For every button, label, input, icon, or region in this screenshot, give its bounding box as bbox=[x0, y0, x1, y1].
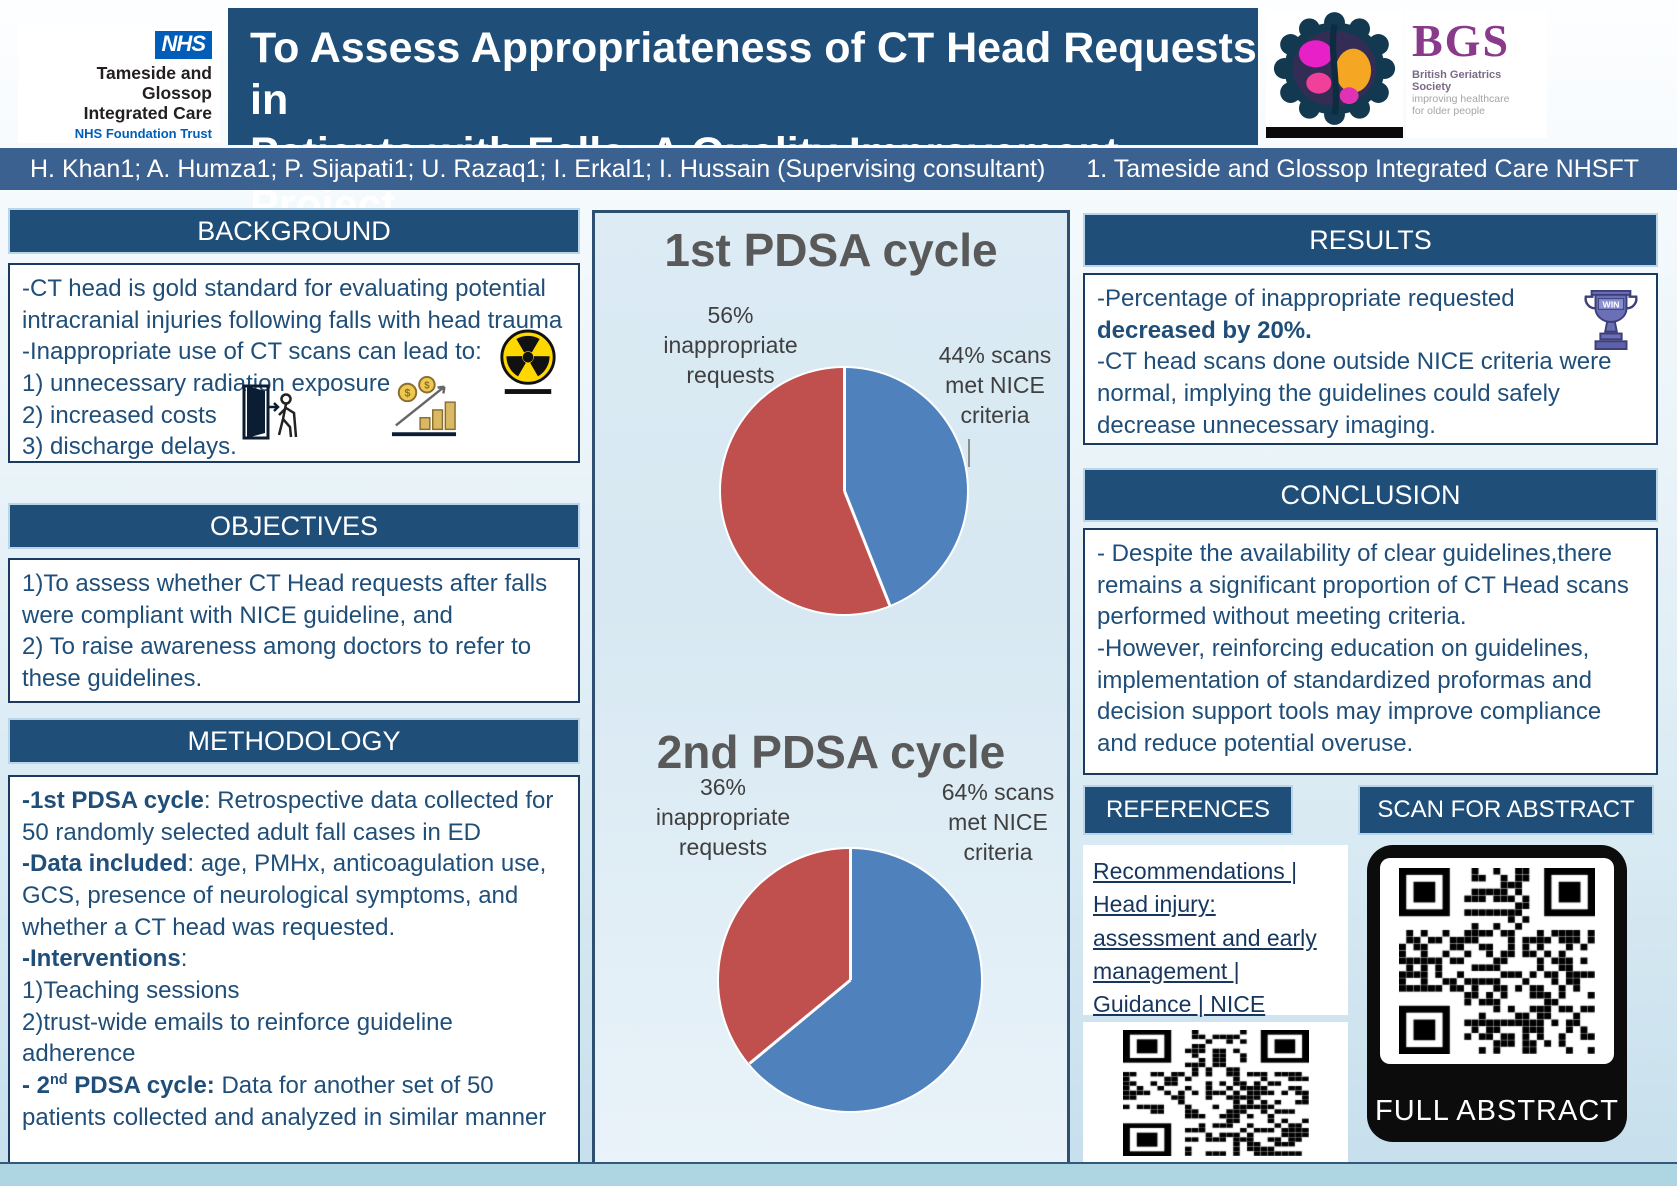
pdsa1-pie-chart bbox=[721, 368, 967, 614]
bgs-society-name: British Geriatrics Society bbox=[1412, 69, 1502, 94]
authors-bar: H. Khan1; A. Humza1; P. Sijapati1; U. Ra… bbox=[0, 148, 1677, 190]
radiation-hazard-icon bbox=[500, 329, 556, 394]
nhs-org-name: Tameside and Glossop Integrated Care bbox=[83, 63, 212, 124]
abstract-qr-code bbox=[1399, 868, 1595, 1054]
discharge-door-icon bbox=[242, 384, 298, 440]
nice-guidance-link[interactable]: Recommendations | Head injury: assessmen… bbox=[1093, 858, 1317, 1018]
background-section-body: -CT head is gold standard for evaluating… bbox=[8, 263, 580, 463]
objectives-section-body: 1)To assess whether CT Head requests aft… bbox=[8, 558, 580, 703]
nhs-foundation-trust-label: NHS Foundation Trust bbox=[74, 126, 212, 142]
nhs-logo-icon: NHS bbox=[154, 31, 212, 59]
references-section-header: REFERENCES bbox=[1083, 785, 1293, 835]
nhs-trust-logo: NHS Tameside and Glossop Integrated Care… bbox=[18, 25, 220, 143]
poster-title: To Assess Appropriateness of CT Head Req… bbox=[228, 8, 1258, 229]
pdsa2-chart-title: 2nd PDSA cycle bbox=[656, 726, 1006, 778]
brain-icon bbox=[1273, 12, 1396, 125]
brain-scan-logo bbox=[1266, 10, 1403, 138]
bgs-logo: BGS British Geriatrics Society improving… bbox=[1406, 10, 1547, 138]
pdsa-charts-panel: 1st PDSA cycle 56% inappropriate request… bbox=[592, 210, 1070, 1166]
conclusion-section-body: - Despite the availability of clear guid… bbox=[1083, 528, 1658, 775]
trophy-win-icon: WIN bbox=[1584, 289, 1638, 350]
references-qr-code bbox=[1122, 1030, 1309, 1156]
objectives-section-header: OBJECTIVES bbox=[8, 503, 580, 549]
svg-text:$: $ bbox=[424, 381, 430, 392]
conclusion-section-header: CONCLUSION bbox=[1083, 468, 1658, 522]
pdsa2-pie-chart bbox=[719, 849, 981, 1111]
pdsa2-red-slice-label: 36% inappropriate requests bbox=[655, 774, 791, 860]
pdsa1-blue-slice-label: 44% scans met NICE criteria bbox=[938, 342, 1052, 428]
brain-logo-caption-strip bbox=[1266, 127, 1403, 138]
scan-for-abstract-header: SCAN FOR ABSTRACT bbox=[1358, 785, 1654, 835]
bottom-border-strip bbox=[0, 1162, 1677, 1186]
abstract-qr-frame: FULL ABSTRACT bbox=[1367, 845, 1627, 1142]
svg-text:$: $ bbox=[405, 387, 411, 399]
pdsa1-chart-title: 1st PDSA cycle bbox=[664, 224, 998, 276]
background-section-header: BACKGROUND bbox=[8, 208, 580, 254]
authors-list: H. Khan1; A. Humza1; P. Sijapati1; U. Ra… bbox=[30, 154, 1046, 183]
svg-text:WIN: WIN bbox=[1603, 299, 1620, 309]
bgs-acronym: BGS bbox=[1412, 15, 1511, 66]
pdsa1-label-leader-line bbox=[968, 439, 970, 467]
references-qr-panel bbox=[1083, 1022, 1348, 1164]
pdsa2-blue-slice-label: 64% scans met NICE criteria bbox=[941, 779, 1055, 865]
affiliation: 1. Tameside and Glossop Integrated Care … bbox=[1086, 154, 1639, 183]
methodology-section-body: -1st PDSA cycle: Retrospective data coll… bbox=[8, 775, 580, 1166]
references-section-body: Recommendations | Head injury: assessmen… bbox=[1083, 845, 1348, 1018]
methodology-section-header: METHODOLOGY bbox=[8, 718, 580, 764]
bgs-tagline: improving healthcare for older people bbox=[1412, 93, 1510, 118]
pdsa1-red-slice-label: 56% inappropriate requests bbox=[663, 302, 798, 388]
results-section-body: -Percentage of inappropriate requested d… bbox=[1083, 273, 1658, 445]
results-section-header: RESULTS bbox=[1083, 213, 1658, 267]
full-abstract-label: FULL ABSTRACT bbox=[1375, 1095, 1619, 1127]
increased-costs-icon: $ $ bbox=[391, 375, 457, 437]
